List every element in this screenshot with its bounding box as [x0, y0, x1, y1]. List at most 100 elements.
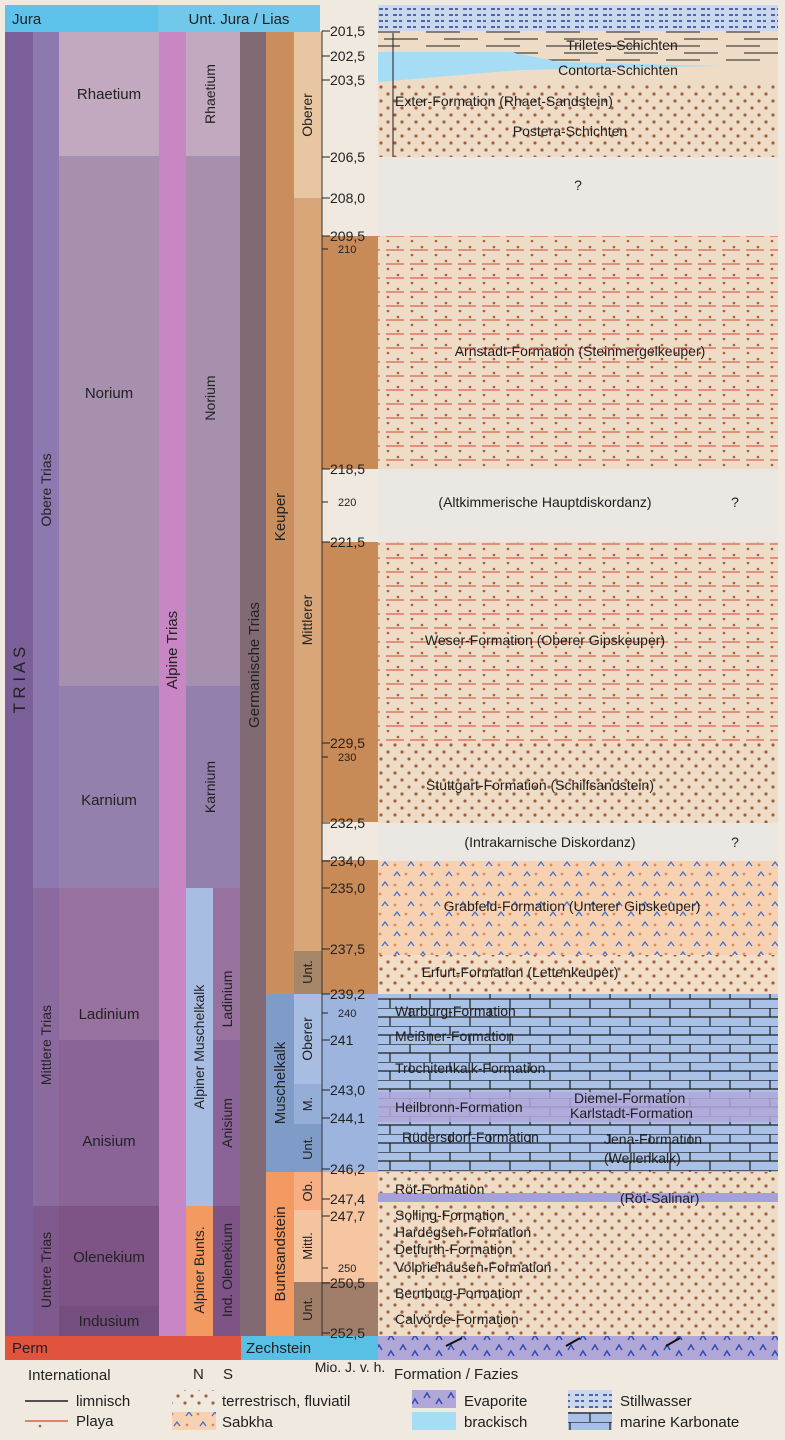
ladinium-int: [59, 888, 159, 1040]
keuper-unt: [294, 951, 322, 994]
mittlere-trias-column: [33, 888, 59, 1206]
alpine-trias-label: Alpine Trias: [164, 611, 181, 689]
norium-alp-label: Norium: [202, 375, 218, 420]
mittlere-trias-label: Mittlere Trias: [38, 1005, 54, 1085]
brackisch-wedge: [378, 52, 720, 82]
buntsandstein-label: Buntsandstein: [272, 1206, 289, 1301]
bunt-unt: [294, 1282, 322, 1336]
jura-label: Jura: [12, 11, 42, 28]
formation-label: ?: [731, 494, 739, 510]
rhaetium-alp-label: Rhaetium: [202, 64, 218, 124]
bunt-ob-label: Ob.: [300, 1181, 315, 1202]
zech-mark-3: [665, 1337, 681, 1347]
formation-label: Contorta-Schichten: [558, 62, 678, 78]
zech-mark-2: [565, 1337, 581, 1347]
ind-olenekium: [213, 1206, 240, 1336]
germanische-trias-label: Germanische Trias: [246, 602, 263, 728]
unt-jura-label: Unt. Jura / Lias: [189, 11, 290, 28]
bunt-ob: [294, 1172, 322, 1210]
formation-label: Warburg-Formation: [395, 1003, 516, 1019]
erfurt-pattern: [378, 955, 778, 994]
age-label: 241: [330, 1032, 354, 1048]
muschelkalk-label: Muschelkalk: [272, 1041, 289, 1124]
age-label: 247,7: [330, 1208, 365, 1224]
age-col-bg-2: [322, 542, 378, 822]
formation-label: (Intrakarnische Diskordanz): [464, 834, 635, 850]
anisium-alp-label: Anisium: [219, 1098, 235, 1148]
ind-olenekium-label: Ind. Olenekium: [219, 1223, 235, 1317]
roet-salinar: [378, 1193, 778, 1202]
age-col-bg-4: [322, 994, 378, 1172]
legend-playa-dot: [38, 1424, 42, 1428]
trias-label: T R I A S: [10, 647, 29, 714]
legend-sabkha-swatch: [172, 1412, 216, 1430]
muschelkalk-m: [294, 1084, 322, 1124]
age-label: 250,5: [330, 1275, 365, 1291]
age-label: 208,0: [330, 190, 365, 206]
anisium-int-label: Anisium: [82, 1133, 135, 1150]
age-label: 237,5: [330, 941, 365, 957]
formation-label: Hardegsen-Formation: [395, 1224, 531, 1240]
legend-terrestrisch: terrestrisch, fluviatil: [222, 1393, 350, 1410]
age-label: 206,5: [330, 149, 365, 165]
rhaetium-int-label: Rhaetium: [77, 86, 141, 103]
age-label: 229,5: [330, 735, 365, 751]
age-col-bg-3: [322, 860, 378, 994]
anisium-int: [59, 1040, 159, 1206]
formation-label: Rüdersdorf-Formation: [402, 1129, 539, 1145]
keuper-column: [266, 32, 294, 994]
olenekium-int-label: Olenekium: [73, 1249, 145, 1266]
age-minor-label: 210: [338, 244, 356, 256]
obere-trias-column: [33, 32, 59, 888]
age-label: 221,5: [330, 534, 365, 550]
diemel-evaporite: [378, 1092, 778, 1122]
zech-mark-1: [445, 1337, 463, 1347]
ladinium-alp: [213, 888, 240, 1040]
age-col-bg-1: [322, 236, 378, 469]
alpiner-muschelkalk: [186, 888, 213, 1206]
gap-2: [378, 469, 778, 542]
keuper-mittlerer-label: Mittlerer: [299, 594, 315, 645]
perm-band: [5, 1336, 241, 1360]
formation-label: (Wellenkalk): [604, 1150, 681, 1166]
stillwasser-top: [378, 5, 778, 31]
age-label: 203,5: [330, 72, 365, 88]
buntsandstein-column: [266, 1172, 294, 1336]
alpiner-bunts-label: Alpiner Bunts.: [191, 1226, 207, 1313]
age-label: 246,2: [330, 1161, 365, 1177]
formation-label: Meißner-Formation: [395, 1028, 514, 1044]
formation-label: Volpriehausen-Formation: [395, 1259, 551, 1275]
formation-label: Jena-Formation: [604, 1131, 702, 1147]
formation-label: Exter-Formation (Rhaet-Sandstein): [395, 93, 613, 109]
zechstein-band: [241, 1336, 378, 1360]
obere-trias-label: Obere Trias: [38, 453, 54, 526]
rhaetium-int: [59, 32, 159, 156]
age-minor-label: 250: [338, 1263, 356, 1275]
rhaetium-alp: [186, 32, 240, 156]
perm-label: Perm: [12, 1340, 48, 1357]
formation-label: Postera-Schichten: [513, 123, 627, 139]
formation-label: Diemel-Formation: [574, 1090, 685, 1106]
norium-int: [59, 156, 159, 686]
formation-upper-dots: [378, 84, 778, 157]
muschelkalk-unt-label: Unt.: [300, 1136, 315, 1160]
ladinium-alp-label: Ladinium: [219, 971, 235, 1028]
formation-label: Detfurth-Formation: [395, 1241, 512, 1257]
keuper-label: Keuper: [272, 493, 289, 541]
age-label: 209,5: [330, 228, 365, 244]
formation-label: (Röt-Salinar): [620, 1190, 699, 1206]
sabkha-grabfeld: [378, 861, 778, 955]
muschelkalk-unt: [294, 1124, 322, 1172]
legend-evaporite: Evaporite: [464, 1393, 527, 1410]
age-minor-label: 230: [338, 752, 356, 764]
formation-label: Solling-Formation: [395, 1207, 505, 1223]
olenekium-int: [59, 1206, 159, 1306]
formation-label: Bernburg-Formation: [395, 1285, 520, 1301]
legend-karbonate: marine Karbonate: [620, 1414, 739, 1431]
jura-band: [5, 5, 158, 32]
trias-column: [5, 32, 33, 1336]
age-label: 218,5: [330, 461, 365, 477]
karnium-int-label: Karnium: [81, 792, 137, 809]
formation-label: Stuttgart-Formation (Schilfsandstein): [426, 777, 654, 793]
playa-weser-pattern: [378, 542, 778, 743]
